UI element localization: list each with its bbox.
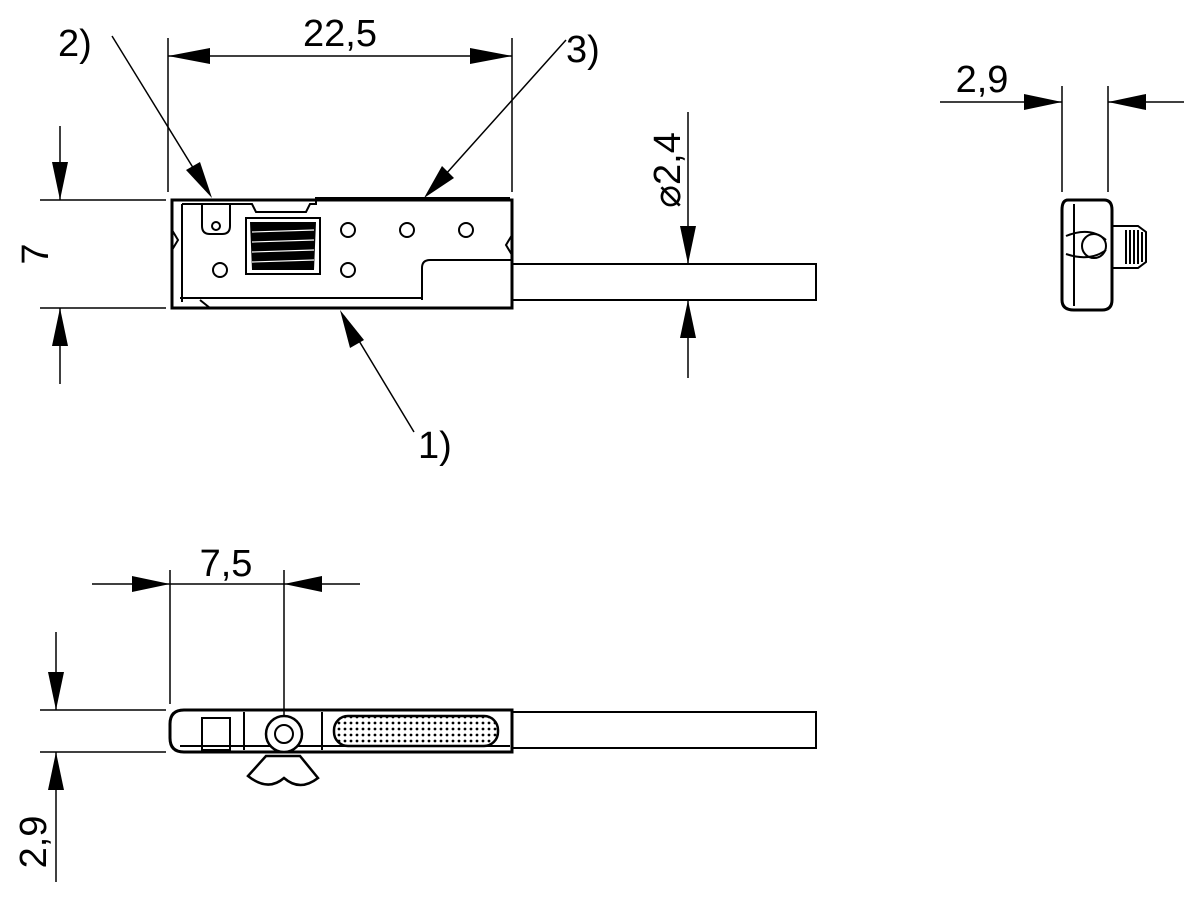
hole xyxy=(212,262,228,278)
hole xyxy=(399,222,415,238)
sensor-body-outline xyxy=(170,198,514,310)
dim-offset-bottom: 7,5 xyxy=(200,543,253,585)
arrowhead xyxy=(470,48,512,64)
hole xyxy=(340,262,356,278)
arrowhead xyxy=(424,166,454,198)
side-connector-knurl xyxy=(1125,230,1143,264)
arrowhead xyxy=(340,310,364,348)
sensor-notch-right xyxy=(504,234,513,256)
callout-2: 2) xyxy=(58,23,92,65)
side-view: 2,9 xyxy=(940,59,1184,312)
clamp-screw-inner xyxy=(274,724,294,744)
arrowhead xyxy=(168,48,210,64)
hole xyxy=(458,222,474,238)
dim-height-bottom: 2,9 xyxy=(13,816,55,869)
clamp-screw-outer xyxy=(264,714,304,754)
led-dot xyxy=(211,221,221,231)
arrowhead xyxy=(284,576,322,592)
side-screw xyxy=(1081,233,1107,259)
arrowhead xyxy=(186,162,212,198)
clamp-knurl xyxy=(250,222,316,270)
dim-length-top: 22,5 xyxy=(303,13,377,55)
arrowhead xyxy=(680,300,696,338)
leader-line xyxy=(427,39,567,195)
cable xyxy=(512,263,817,301)
hole xyxy=(340,222,356,238)
cable-bottom xyxy=(512,711,817,749)
dim-width-side: 2,9 xyxy=(956,59,1009,101)
leader-line xyxy=(111,35,209,193)
callout-3: 3) xyxy=(566,29,600,71)
sensor-bottom-edge xyxy=(180,297,422,309)
side-body xyxy=(1060,198,1114,312)
arrowhead xyxy=(1024,94,1062,110)
side-connector xyxy=(1112,225,1147,269)
arrowhead xyxy=(132,576,170,592)
sensor-top-lip xyxy=(182,197,510,213)
callout-1: 1) xyxy=(418,425,452,467)
knurled-grip xyxy=(332,714,500,748)
top-view: 22,5 7 ⌀2,4 2) 3) 1) xyxy=(15,13,817,467)
sensor-notch xyxy=(171,229,180,251)
led-window xyxy=(201,204,231,235)
arrowhead xyxy=(680,226,696,264)
clamp-lever xyxy=(246,754,320,787)
dim-height-top: 7 xyxy=(15,243,57,264)
clamp-lines xyxy=(251,229,315,263)
arrowhead xyxy=(48,672,64,710)
bottom-view: 7,5 2,9 xyxy=(13,543,817,882)
arrowhead xyxy=(52,308,68,346)
bottom-body xyxy=(168,708,514,754)
clamp-block xyxy=(245,217,321,275)
sensor-body-step xyxy=(421,259,512,300)
arrowhead xyxy=(1108,94,1146,110)
dim-cable-diameter: ⌀2,4 xyxy=(647,132,689,208)
bottom-led-window xyxy=(201,717,231,751)
arrowhead xyxy=(48,752,64,790)
arrowhead xyxy=(52,162,68,200)
